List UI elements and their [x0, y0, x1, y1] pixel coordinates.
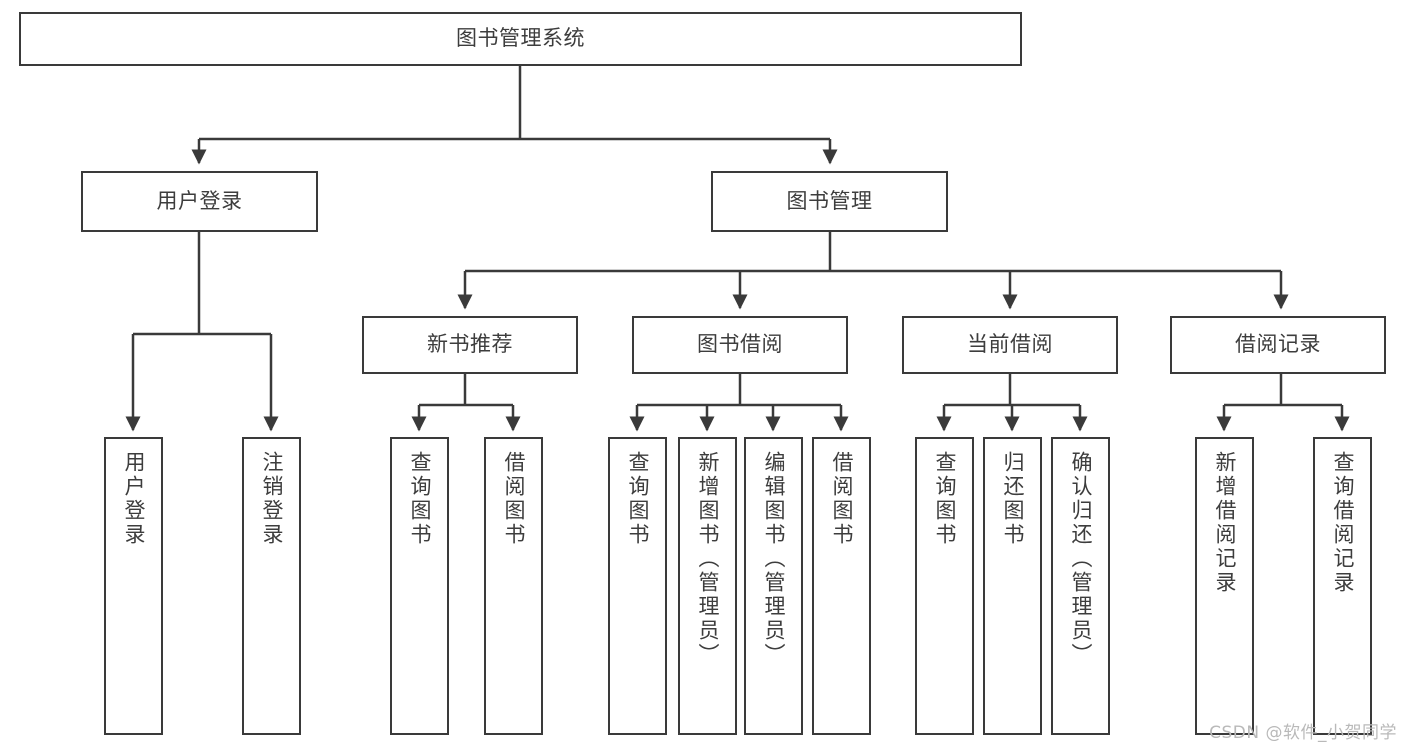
leaf-return-book-label: 归还图书 — [1001, 451, 1025, 547]
node-book-manage-label: 图书管理 — [786, 188, 873, 213]
leaf-return-book[interactable]: 归还图书 — [983, 437, 1042, 735]
leaf-user-login[interactable]: 用户登录 — [104, 437, 163, 735]
leaf-query-book-3-label: 查询图书 — [933, 451, 957, 547]
leaf-edit-book[interactable]: 编辑图书（管理员） — [744, 437, 803, 735]
leaf-user-logout[interactable]: 注销登录 — [242, 437, 301, 735]
leaf-query-book-2-label: 查询图书 — [626, 451, 650, 547]
leaf-query-book-1-label: 查询图书 — [408, 451, 432, 547]
watermark-text: CSDN @软件_小贺同学 — [1209, 723, 1397, 743]
leaf-query-record-label: 查询借阅记录 — [1331, 451, 1355, 595]
node-current-borrow-label: 当前借阅 — [967, 332, 1053, 357]
node-book-borrow[interactable]: 图书借阅 — [632, 316, 848, 374]
leaf-confirm-return[interactable]: 确认归还（管理员） — [1051, 437, 1110, 735]
node-borrow-record-label: 借阅记录 — [1235, 332, 1321, 357]
leaf-borrow-book-1[interactable]: 借阅图书 — [484, 437, 543, 735]
node-book-borrow-label: 图书借阅 — [697, 332, 783, 357]
leaf-query-record[interactable]: 查询借阅记录 — [1313, 437, 1372, 735]
leaf-borrow-book-2-label: 借阅图书 — [830, 451, 854, 547]
node-new-book-rec[interactable]: 新书推荐 — [362, 316, 578, 374]
leaf-borrow-book-2[interactable]: 借阅图书 — [812, 437, 871, 735]
leaf-borrow-book-1-label: 借阅图书 — [502, 451, 526, 547]
node-new-book-rec-label: 新书推荐 — [427, 332, 513, 357]
leaf-confirm-return-label: 确认归还（管理员） — [1069, 451, 1093, 667]
leaf-add-record-label: 新增借阅记录 — [1213, 451, 1237, 595]
leaf-user-login-label: 用户登录 — [122, 451, 146, 547]
node-root-label: 图书管理系统 — [456, 26, 585, 51]
node-root[interactable]: 图书管理系统 — [19, 12, 1022, 66]
node-current-borrow[interactable]: 当前借阅 — [902, 316, 1118, 374]
leaf-add-book[interactable]: 新增图书（管理员） — [678, 437, 737, 735]
node-user-login-label: 用户登录 — [156, 188, 243, 213]
leaf-edit-book-label: 编辑图书（管理员） — [762, 451, 786, 667]
node-user-login[interactable]: 用户登录 — [81, 171, 318, 232]
leaf-add-book-label: 新增图书（管理员） — [696, 451, 720, 667]
leaf-user-logout-label: 注销登录 — [260, 451, 284, 547]
node-borrow-record[interactable]: 借阅记录 — [1170, 316, 1386, 374]
node-book-manage[interactable]: 图书管理 — [711, 171, 948, 232]
leaf-query-book-1[interactable]: 查询图书 — [390, 437, 449, 735]
leaf-query-book-3[interactable]: 查询图书 — [915, 437, 974, 735]
leaf-query-book-2[interactable]: 查询图书 — [608, 437, 667, 735]
leaf-add-record[interactable]: 新增借阅记录 — [1195, 437, 1254, 735]
